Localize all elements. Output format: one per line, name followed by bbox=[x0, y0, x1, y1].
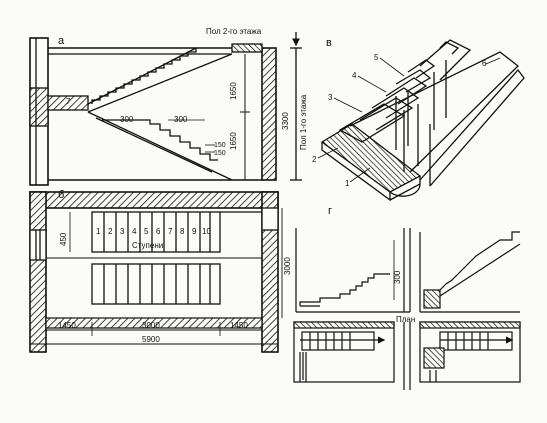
plan-step: 5 bbox=[144, 227, 149, 236]
plan-left-wall bbox=[29, 191, 47, 353]
dim-1450-right: 1450 bbox=[230, 321, 248, 330]
right-wall-section bbox=[261, 47, 277, 181]
stairs-label: Ступени bbox=[132, 241, 163, 250]
label-v: в bbox=[326, 37, 332, 49]
dim-3000-side: 3000 bbox=[283, 257, 292, 275]
landing-slab bbox=[47, 95, 89, 111]
dim-3000-center: 3000 bbox=[142, 321, 160, 330]
plan-step: 8 bbox=[180, 227, 185, 236]
dim-1650-top: 1650 bbox=[229, 82, 238, 100]
plan-b bbox=[29, 191, 283, 353]
label-g: г bbox=[328, 205, 332, 217]
plan-step: 4 bbox=[132, 227, 137, 236]
plan-step: 2 bbox=[108, 227, 113, 236]
callout: 6 bbox=[482, 59, 487, 68]
plan-step: 1 bbox=[96, 227, 101, 236]
plan-label: План bbox=[396, 315, 415, 324]
plan-top-wall bbox=[29, 191, 279, 209]
dim-3300: 3300 bbox=[281, 112, 290, 130]
section-a bbox=[29, 32, 302, 186]
label-b: б bbox=[58, 189, 64, 201]
dim-150-b: 150 bbox=[214, 150, 226, 157]
callout: 2 bbox=[312, 155, 317, 164]
callout: 1 bbox=[345, 179, 350, 188]
dim-1650-bottom: 1650 bbox=[229, 132, 238, 150]
callout: 4 bbox=[352, 71, 357, 80]
floor-1-label: Пол 1-го этажа bbox=[299, 94, 308, 150]
dim-300-g: 300 bbox=[393, 270, 402, 284]
dim-5900: 5900 bbox=[142, 335, 160, 344]
detail-v bbox=[320, 39, 525, 202]
step-marker: 7 bbox=[66, 97, 71, 106]
plan-bottom-wall bbox=[45, 317, 263, 329]
dim-300-b: 300 bbox=[174, 115, 188, 124]
plan-step: 3 bbox=[120, 227, 125, 236]
dim-1450-left: 1450 bbox=[58, 321, 76, 330]
callout: 3 bbox=[328, 93, 333, 102]
callout: 5 bbox=[374, 53, 379, 62]
dim-300-a: 300 bbox=[120, 115, 134, 124]
plan-step: 6 bbox=[156, 227, 161, 236]
plan-step: 7 bbox=[168, 227, 173, 236]
left-wall-hatch bbox=[29, 87, 49, 127]
plan-step: 10 bbox=[202, 227, 211, 236]
floor-2-label: Пол 2-го этажа bbox=[206, 27, 262, 36]
plan-right-wall bbox=[261, 191, 279, 353]
plan-step: 9 bbox=[192, 227, 197, 236]
label-a: а bbox=[58, 35, 65, 47]
dim-450: 450 bbox=[59, 232, 68, 246]
dim-150-a: 150 bbox=[214, 142, 226, 149]
detail-g bbox=[293, 228, 521, 390]
